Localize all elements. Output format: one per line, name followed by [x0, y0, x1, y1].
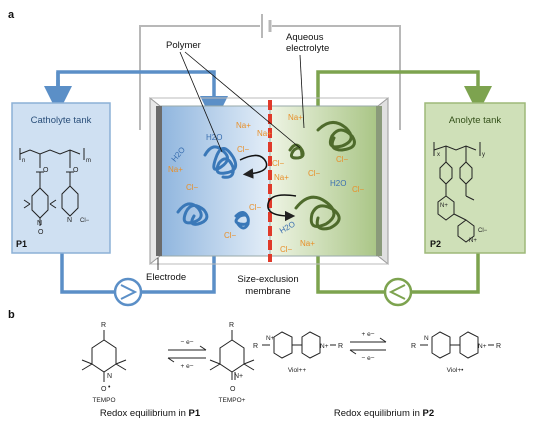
viol-plus-e: + e− [361, 331, 374, 338]
tempo-minus-e: − e− [180, 339, 193, 346]
cl-ion: Cl− [352, 185, 365, 194]
h2o-molecule: H2O [206, 133, 222, 142]
external-circuit [139, 14, 401, 130]
polymer-label: Polymer [166, 40, 201, 51]
tempo-plus-r: R [229, 322, 234, 329]
p1-label: P1 [16, 239, 27, 249]
h2o-molecule: H2O [330, 179, 346, 188]
viol-n-right: N+ [320, 343, 329, 350]
tempo-dot: • [108, 384, 111, 391]
p1-cl-label: Cl− [80, 218, 90, 224]
p2-x-label: x [437, 152, 440, 158]
viologen-equilibrium [262, 331, 494, 359]
panel-label-a: a [8, 9, 15, 21]
blue-polymer-coils [176, 145, 250, 230]
p2-y-label: y [482, 152, 485, 158]
caption-p2: Redox equilibrium in P2 [334, 408, 434, 419]
tempo-r: R [101, 322, 106, 329]
flow-cell [149, 96, 389, 266]
viol-r-right: R [338, 343, 343, 350]
cl-ion: Cl− [272, 159, 285, 168]
p2-n-label-1: N+ [440, 203, 448, 209]
na-ion: Na+ [168, 165, 183, 174]
viol1-r-right: R [496, 343, 501, 350]
cl-ion: Cl− [224, 231, 237, 240]
tempo-n: N [107, 373, 112, 380]
right-electrode [376, 106, 382, 256]
left-electrode [156, 106, 162, 256]
p1-o-label-1: O [43, 167, 49, 174]
p2-label: P2 [430, 239, 441, 249]
membrane-label: membrane [245, 286, 290, 297]
catholyte-tank-label: Catholyte tank [31, 115, 92, 126]
tempo-o: O [101, 386, 107, 393]
na-ion: Na+ [257, 129, 272, 138]
p1-m-label: m [86, 158, 91, 164]
p2-n-label-2: N+ [469, 238, 477, 244]
electrolyte-label: electrolyte [286, 43, 329, 54]
catholyte-tank: Catholyte tank O O N N m n O Cl− P1 [11, 102, 111, 254]
aqueous-label: Aqueous [286, 32, 324, 43]
electrode-label: Electrode [146, 272, 186, 283]
size-exclusion-label: Size-exclusion [237, 274, 298, 285]
panel-label-b: b [8, 309, 15, 321]
tempo-plus-e: + e− [180, 363, 193, 370]
cl-ion: Cl− [308, 169, 321, 178]
p1-o-dot-label: O [38, 229, 44, 236]
cl-ion: Cl− [280, 245, 293, 254]
rejection-arrow-blue [239, 154, 268, 179]
na-ion: Na+ [236, 121, 251, 130]
catholyte-flow-loop [44, 70, 228, 307]
viol1-label: Viol+• [447, 367, 465, 374]
cl-ion: Cl− [249, 203, 262, 212]
caption-p1: Redox equilibrium in P1 [100, 408, 201, 419]
viol1-n-right: N+ [478, 343, 487, 350]
anolyte-flow-loop [316, 70, 492, 307]
viol-r-left: R [253, 343, 258, 350]
p1-n-sub-label: n [22, 158, 25, 164]
cl-ion: Cl− [336, 155, 349, 164]
viol2-label: Viol++ [288, 367, 307, 374]
tempo-plus-label: TEMPO+ [219, 397, 246, 404]
p1-n-label: N [37, 220, 42, 227]
tempo-plus-n: N+ [234, 373, 243, 380]
na-ion: Na+ [274, 173, 289, 182]
tempo-equilibrium [81, 330, 255, 382]
rejection-arrow-green [267, 194, 297, 222]
na-ion: Na+ [300, 239, 315, 248]
na-ion: Na+ [288, 113, 303, 122]
viol-minus-e: − e− [361, 355, 374, 362]
tempo-label: TEMPO [92, 397, 115, 404]
anolyte-tank-label: Anolyte tank [449, 115, 502, 126]
viol-n-left: N+ [266, 335, 275, 342]
p1-o-label-2: O [73, 167, 79, 174]
viol1-n-left: N [424, 335, 429, 342]
p2-cl-label: Cl− [478, 228, 488, 234]
green-polymer-coils [288, 121, 356, 231]
cl-ion: Cl− [186, 183, 199, 192]
viol1-r-left: R [411, 343, 416, 350]
tempo-plus-o: O [230, 386, 236, 393]
anolyte-tank: Anolyte tank x y N+ N+ Cl− P2 [424, 102, 526, 254]
cl-ion: Cl− [237, 145, 250, 154]
p1-n-plus-label: N [67, 217, 72, 224]
